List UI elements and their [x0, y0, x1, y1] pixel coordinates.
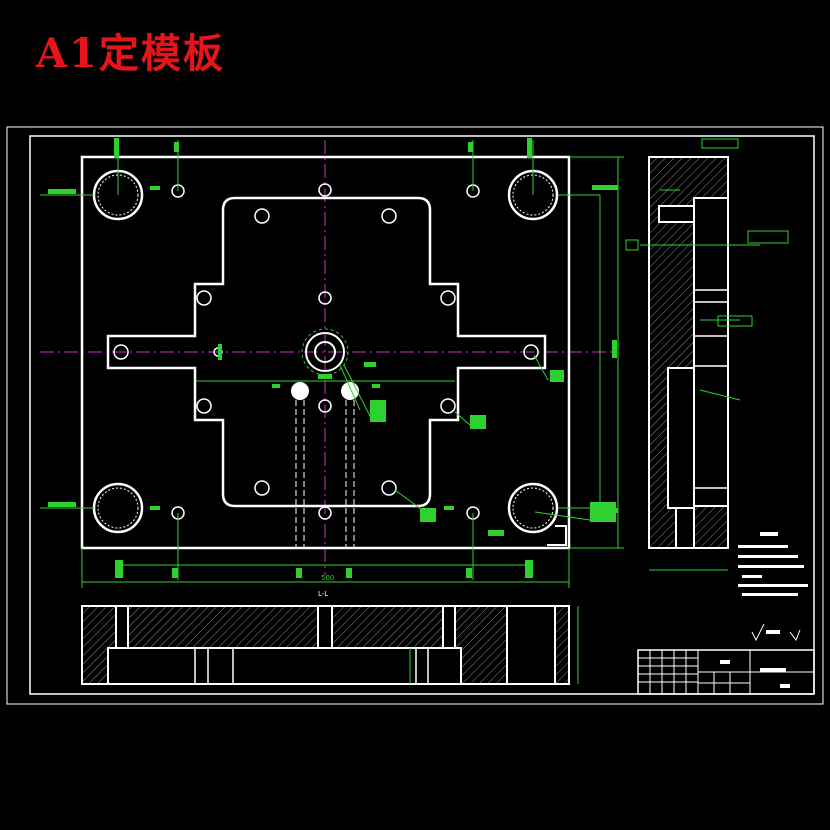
drawing-title: A1定模板: [36, 30, 225, 77]
outer-frame: [6, 126, 824, 705]
width-dimension: 500: [321, 574, 334, 582]
section-view-l-l: L-L: [81, 590, 579, 685]
inner-frame: [29, 135, 815, 695]
side-section-view: [625, 138, 789, 571]
plan-view: 500: [40, 138, 624, 588]
title-block: [637, 649, 815, 695]
technical-notes: [738, 532, 808, 642]
section-label: L-L: [318, 590, 328, 598]
